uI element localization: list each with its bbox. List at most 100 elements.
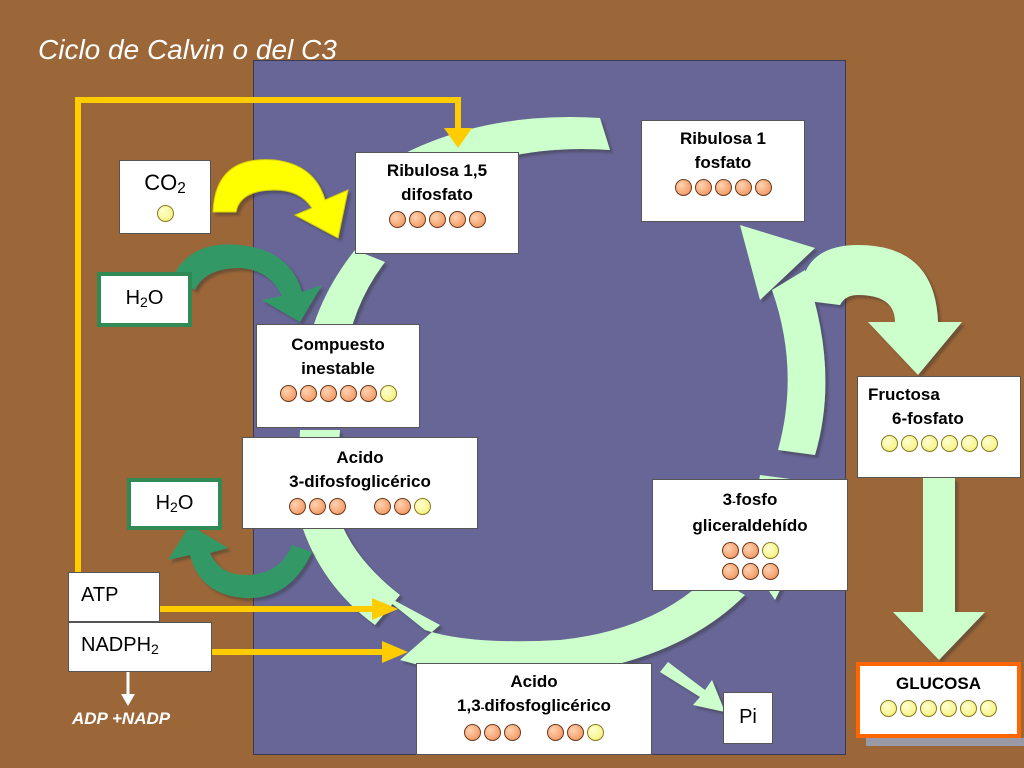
pi-label: Pi bbox=[739, 706, 757, 728]
carbon-atom-dot bbox=[504, 724, 521, 741]
carbon-atom-dot bbox=[428, 211, 446, 228]
oxygen-atom-dot bbox=[980, 700, 997, 717]
carbon-dots-groups bbox=[243, 498, 477, 515]
carbon-atom-dot bbox=[694, 179, 712, 196]
carbon-dots bbox=[356, 211, 518, 228]
carbon-dots-group-a bbox=[464, 724, 521, 741]
h2o-subscript: 2 bbox=[140, 294, 148, 310]
co2-base: CO bbox=[144, 170, 178, 195]
glucose-shadow bbox=[866, 738, 1024, 746]
node-pi: Pi bbox=[723, 692, 773, 744]
oxygen-atom-dot bbox=[587, 724, 604, 741]
cycle-arrow-bottom bbox=[375, 575, 745, 676]
node-h2o-top: H2O bbox=[97, 272, 192, 327]
h2o-base: H bbox=[155, 492, 171, 514]
node-ribulosa-1-fosfato: Ribulosa 1 fosfato bbox=[641, 120, 805, 222]
node-label-line2: difosfato bbox=[401, 185, 473, 204]
carbon-dots bbox=[120, 205, 210, 222]
carbon-atom-dot bbox=[754, 179, 772, 196]
energy-arrowheads bbox=[372, 128, 472, 663]
node-label-line2: inestable bbox=[301, 359, 375, 378]
h2o-base: H bbox=[125, 287, 141, 309]
node-fructosa-6-fosfato: Fructosa 6-fosfato bbox=[857, 376, 1021, 478]
carbon-atom-dot bbox=[359, 385, 377, 402]
adp-nadp-note: ADP +NADP bbox=[72, 709, 171, 728]
node-label-line2: fosfato bbox=[694, 153, 752, 172]
carbon-atom-dot bbox=[464, 724, 481, 741]
carbon-atom-dot bbox=[289, 498, 306, 515]
carbon-atom-dot bbox=[734, 179, 752, 196]
oxygen-atom-dot bbox=[960, 700, 977, 717]
ribulosa-arrowhead bbox=[444, 128, 472, 148]
carbon-atom-dot bbox=[674, 179, 692, 196]
carbon-atom-dot bbox=[761, 563, 779, 580]
fructose-loop-arrow bbox=[800, 245, 962, 375]
carbon-atom-dot bbox=[741, 542, 759, 559]
oxygen-atom-dot bbox=[761, 542, 779, 559]
node-label-line1: Ribulosa 1,5 bbox=[386, 161, 488, 180]
node-label-line1: Ribulosa 1 bbox=[680, 129, 766, 148]
carbon-atom-dot bbox=[339, 385, 357, 402]
carbon-dots bbox=[257, 385, 419, 402]
node-label-word: difosfoglicérico bbox=[484, 696, 611, 715]
node-label-line1: 3-fosfo bbox=[653, 488, 847, 514]
carbon-atom-dot bbox=[714, 179, 732, 196]
nadph-subscript: 2 bbox=[151, 641, 159, 657]
oxygen-atom-dot bbox=[900, 700, 917, 717]
node-3-fosfogliceraldehido: 3-fosfo gliceraldehído bbox=[652, 479, 848, 591]
cycle-arrow-right-top-head bbox=[740, 225, 815, 300]
carbon-atom-dot bbox=[721, 542, 739, 559]
carbon-atom-dot bbox=[448, 211, 466, 228]
node-label-line1: Compuesto bbox=[291, 335, 385, 354]
carbon-atom-dot bbox=[721, 563, 739, 580]
oxygen-atom-dot bbox=[414, 498, 431, 515]
carbon-dots bbox=[858, 435, 1020, 452]
node-ribulosa-15-difosfato: Ribulosa 1,5 difosfato bbox=[355, 152, 519, 254]
node-label-sep: - bbox=[480, 702, 485, 714]
carbon-atom-dot bbox=[468, 211, 486, 228]
node-label-line2: gliceraldehído bbox=[692, 516, 808, 535]
h2o-subscript: 2 bbox=[170, 499, 178, 515]
carbon-atom-dot bbox=[394, 498, 411, 515]
carbon-dots-group-a bbox=[653, 542, 847, 559]
node-label-word: fosfo bbox=[735, 490, 778, 509]
h2o-top-arrow bbox=[172, 244, 322, 322]
pi-arrow bbox=[660, 662, 725, 712]
co2-formula: CO2 bbox=[120, 171, 210, 201]
carbon-dots-groups bbox=[417, 724, 651, 741]
carbon-atom-dot bbox=[484, 724, 501, 741]
cycle-arrow-left-lower bbox=[300, 520, 400, 625]
carbon-atom-dot bbox=[547, 724, 564, 741]
oxygen-atom-dot bbox=[900, 435, 918, 452]
node-label-num: 1,3 bbox=[457, 696, 481, 715]
co2-subscript: 2 bbox=[177, 180, 186, 197]
oxygen-atom-dot bbox=[156, 205, 174, 222]
node-label-line2: 6-fosfato bbox=[892, 409, 964, 428]
carbon-dots bbox=[642, 179, 804, 196]
h2o-tail: O bbox=[147, 287, 164, 309]
node-h2o-bottom: H2O bbox=[127, 478, 222, 530]
oxygen-atom-dot bbox=[880, 700, 897, 717]
energy-lines bbox=[75, 97, 461, 655]
h2o-tail: O bbox=[177, 492, 194, 514]
glucose-arrow bbox=[893, 478, 985, 660]
node-label-line2: 1,3-difosfoglicérico bbox=[417, 694, 651, 720]
node-glucosa: GLUCOSA bbox=[856, 662, 1021, 738]
node-compuesto-inestable: Compuesto inestable bbox=[256, 324, 420, 428]
carbon-atom-dot bbox=[388, 211, 406, 228]
node-label-line1: GLUCOSA bbox=[896, 674, 981, 693]
oxygen-atom-dot bbox=[940, 435, 958, 452]
node-nadph2: NADPH2 bbox=[68, 622, 212, 672]
carbon-dots-group-b bbox=[547, 724, 604, 741]
node-acido-13-difosfoglicerico: Acido 1,3-difosfoglicérico bbox=[416, 663, 652, 755]
atp-arrowhead bbox=[372, 598, 398, 620]
oxygen-atom-dot bbox=[940, 700, 957, 717]
carbon-atom-dot bbox=[374, 498, 391, 515]
oxygen-atom-dot bbox=[379, 385, 397, 402]
node-label-line1: Acido bbox=[510, 672, 558, 691]
carbon-dots-group-b bbox=[653, 563, 847, 580]
oxygen-atom-dot bbox=[920, 700, 937, 717]
node-acido-3-difosfoglicerico: Acido 3-difosfoglicérico bbox=[242, 437, 478, 529]
carbon-atom-dot bbox=[567, 724, 584, 741]
